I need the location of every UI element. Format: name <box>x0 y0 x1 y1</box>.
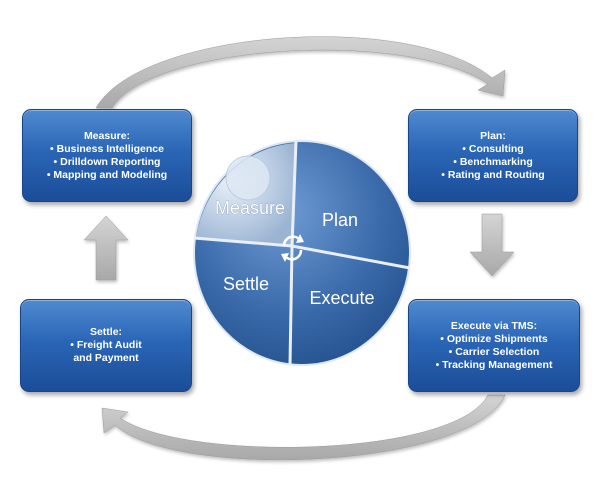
plan-box-title: Plan: <box>480 129 506 142</box>
list-item: Carrier Selection <box>436 346 553 359</box>
list-item: Benchmarking <box>441 156 544 169</box>
measure-box-title: Measure: <box>83 129 131 142</box>
top-curved-arrow <box>95 36 506 109</box>
up-arrow <box>83 215 129 281</box>
plan-box: Plan: Consulting Benchmarking Rating and… <box>408 109 578 202</box>
list-item: Rating and Routing <box>441 169 545 182</box>
plan-box-list: Consulting Benchmarking Rating and Routi… <box>441 143 545 182</box>
list-item: Optimize Shipments <box>436 333 553 346</box>
list-item: Consulting <box>441 143 544 156</box>
settle-box: Settle: Freight Audit and Payment <box>20 299 192 392</box>
list-item: and Payment <box>73 352 139 364</box>
wheel-label-measure: Measure <box>215 198 285 218</box>
execute-box: Execute via TMS: Optimize Shipments Carr… <box>408 299 580 392</box>
execute-box-list: Optimize Shipments Carrier Selection Tra… <box>436 333 553 372</box>
execute-box-title: Execute via TMS: <box>450 319 538 332</box>
cycle-wheel: Measure Plan Settle Execute <box>193 140 411 366</box>
cycle-arrows-icon <box>281 234 304 262</box>
bottom-curved-arrow <box>101 394 506 461</box>
settle-box-list: Freight Audit and Payment <box>70 339 142 365</box>
wheel-label-settle: Settle <box>223 274 269 294</box>
down-arrow <box>469 213 515 277</box>
list-item: Mapping and Modeling <box>47 169 167 182</box>
list-item: Tracking Management <box>436 359 552 372</box>
list-item: Freight Audit <box>70 339 142 352</box>
measure-box-list: Business Intelligence Drilldown Reportin… <box>47 143 167 182</box>
globe-icon <box>225 155 271 201</box>
list-item: Drilldown Reporting <box>47 156 167 169</box>
settle-box-title: Settle: <box>89 326 123 338</box>
wheel-label-execute: Execute <box>309 288 374 308</box>
list-item: Business Intelligence <box>47 143 167 156</box>
wheel-label-plan: Plan <box>322 210 358 230</box>
measure-box: Measure: Business Intelligence Drilldown… <box>22 109 192 202</box>
